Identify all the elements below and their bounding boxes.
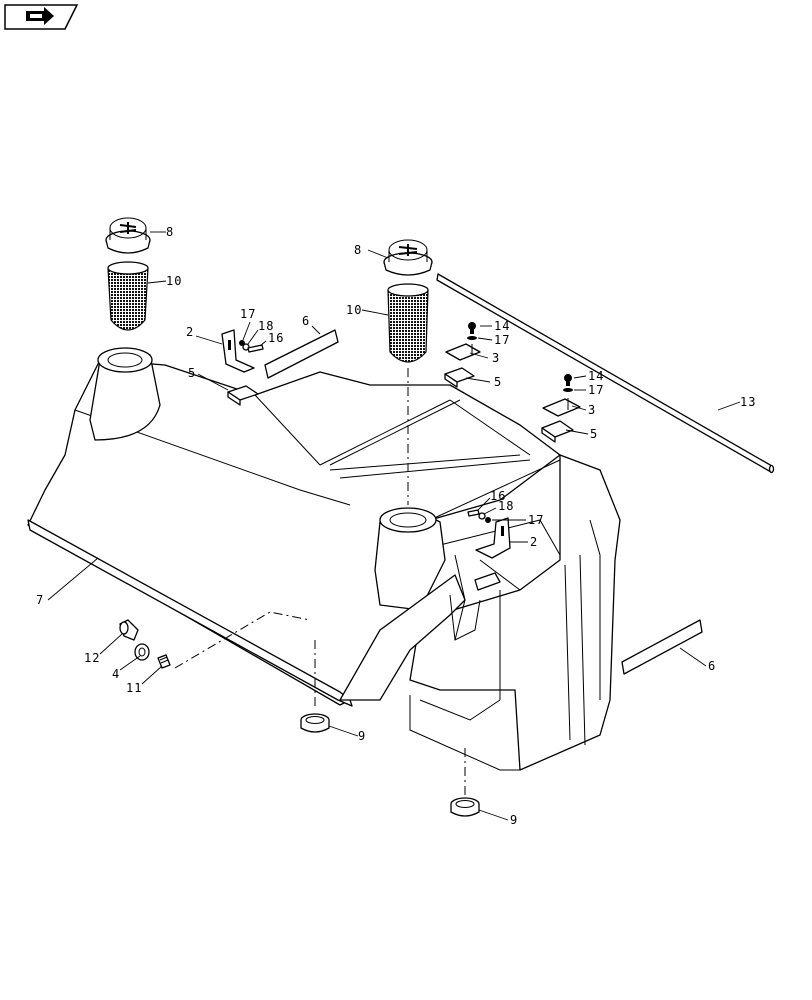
callout-11: 11	[126, 681, 142, 695]
callout-2: 2	[530, 535, 538, 549]
callout-8: 8	[166, 225, 174, 239]
callout-18: 18	[258, 319, 274, 333]
bracket-lower[interactable]	[475, 517, 511, 559]
callout-9: 9	[510, 813, 518, 827]
callout-14: 14	[494, 319, 510, 333]
callout-6: 6	[708, 659, 716, 673]
fuel-strainer-center[interactable]	[387, 283, 429, 363]
leader-lines	[47, 231, 741, 821]
wear-strip-upper[interactable]	[264, 329, 339, 379]
callout-16: 16	[490, 489, 506, 503]
filler-cap-left[interactable]	[105, 217, 151, 254]
rod-13[interactable]	[436, 273, 775, 474]
callout-10: 10	[166, 274, 182, 288]
callout-17: 17	[528, 513, 544, 527]
callout-17: 17	[588, 383, 604, 397]
elbow-fitting-12[interactable]	[119, 619, 139, 641]
callout-9: 9	[358, 729, 366, 743]
callout-2: 2	[186, 325, 194, 339]
plate-3-center[interactable]	[445, 343, 481, 361]
fitting-11[interactable]	[157, 654, 171, 669]
callout-17: 17	[240, 307, 256, 321]
drain-plug-left[interactable]	[300, 713, 330, 733]
callout-10: 10	[346, 303, 362, 317]
back-button[interactable]	[4, 4, 79, 30]
hardware-right[interactable]	[563, 374, 573, 392]
centerlines	[174, 368, 466, 800]
callout-4: 4	[112, 667, 120, 681]
callout-8: 8	[354, 243, 362, 257]
callout-5: 5	[188, 366, 196, 380]
callout-13: 13	[740, 395, 756, 409]
callout-18: 18	[498, 499, 514, 513]
callout-7: 7	[36, 593, 44, 607]
plate-3-right[interactable]	[542, 398, 581, 417]
back-arrow-icon	[26, 7, 54, 25]
callout-12: 12	[84, 651, 100, 665]
callout-5: 5	[590, 427, 598, 441]
callout-16: 16	[268, 331, 284, 345]
pad-5-center[interactable]	[444, 367, 475, 388]
fuel-strainer-left[interactable]	[107, 261, 149, 331]
hardware-lower[interactable]	[467, 509, 491, 523]
bracket-upper[interactable]	[221, 329, 255, 373]
pad-5-left[interactable]	[227, 385, 259, 406]
filler-cap-center[interactable]	[383, 239, 433, 276]
hardware-center[interactable]	[467, 322, 477, 340]
callout-14: 14	[588, 369, 604, 383]
wear-strip-lower[interactable]	[621, 619, 703, 675]
drain-plug-right[interactable]	[450, 797, 480, 817]
nut-4[interactable]	[134, 643, 150, 661]
callout-labels: 8 10 8 10 17 18 16 2 6 5 14 17 3 5 14 17…	[36, 225, 756, 827]
callout-3: 3	[588, 403, 596, 417]
callout-6: 6	[302, 314, 310, 328]
pad-5-right[interactable]	[541, 420, 574, 443]
hardware-upper-left[interactable]	[239, 340, 264, 353]
fuel-tank	[27, 347, 621, 771]
callout-5: 5	[494, 375, 502, 389]
callout-3: 3	[492, 351, 500, 365]
callout-17: 17	[494, 333, 510, 347]
